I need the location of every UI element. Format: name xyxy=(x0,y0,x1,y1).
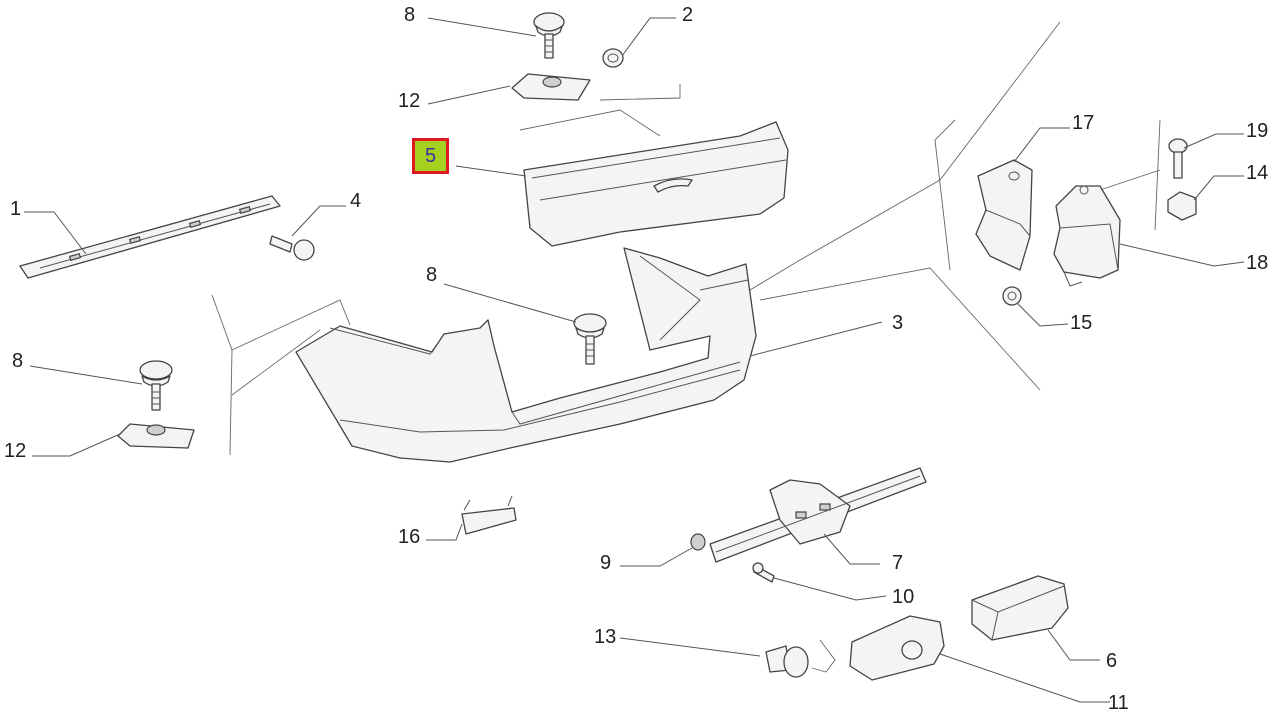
callout-10[interactable]: 10 xyxy=(892,586,915,608)
ring-part-2[interactable] xyxy=(602,48,624,68)
callout-1[interactable]: 1 xyxy=(10,198,22,220)
bracket-part-17[interactable] xyxy=(975,159,1033,271)
clip-nut-part-14[interactable] xyxy=(1167,191,1197,221)
bolt-part-4[interactable] xyxy=(269,235,315,261)
callout-14[interactable]: 14 xyxy=(1246,162,1269,184)
plug-part-9[interactable] xyxy=(690,533,706,551)
bumper-garnish-part-5[interactable] xyxy=(523,121,789,247)
callout-19[interactable]: 19 xyxy=(1246,120,1269,142)
lamp-part-11[interactable] xyxy=(849,615,945,681)
callout-5-selected[interactable]: 5 xyxy=(412,138,450,174)
callout-18[interactable]: 18 xyxy=(1246,252,1269,274)
push-pin-left[interactable] xyxy=(139,360,173,411)
callout-8-middle[interactable]: 8 xyxy=(426,264,438,286)
callout-12-top[interactable]: 12 xyxy=(398,90,421,112)
reinforcement-bar-part[interactable] xyxy=(19,195,281,279)
push-pin-middle[interactable] xyxy=(573,313,607,365)
clip-top[interactable] xyxy=(511,73,591,101)
reflector-part-16[interactable] xyxy=(461,495,517,535)
callout-17[interactable]: 17 xyxy=(1072,112,1095,134)
callout-13[interactable]: 13 xyxy=(594,626,617,648)
phantom-guide-lines xyxy=(211,21,1161,673)
callout-9[interactable]: 9 xyxy=(600,552,612,574)
push-pin-top[interactable] xyxy=(533,12,565,59)
callout-3[interactable]: 3 xyxy=(892,312,904,334)
callout-8-top[interactable]: 8 xyxy=(404,4,416,26)
callout-7[interactable]: 7 xyxy=(892,552,904,574)
callout-4[interactable]: 4 xyxy=(350,190,362,212)
callout-15[interactable]: 15 xyxy=(1070,312,1093,334)
bolt-part-19[interactable] xyxy=(1168,138,1188,179)
clip-left[interactable] xyxy=(117,423,195,449)
callout-12-left[interactable]: 12 xyxy=(4,440,27,462)
rear-bumper-part-3[interactable] xyxy=(295,247,757,463)
tow-rail-part-7[interactable] xyxy=(709,467,927,563)
callout-6[interactable]: 6 xyxy=(1106,650,1118,672)
leader-lines xyxy=(24,17,1245,703)
callout-2[interactable]: 2 xyxy=(682,4,694,26)
callout-11[interactable]: 11 xyxy=(1108,692,1129,714)
grommet-part-13[interactable] xyxy=(765,645,809,678)
lamp-part-6[interactable] xyxy=(971,575,1069,641)
callout-16[interactable]: 16 xyxy=(398,526,421,548)
callout-8-left[interactable]: 8 xyxy=(12,350,24,372)
screw-part-10[interactable] xyxy=(752,562,775,583)
nut-part-15[interactable] xyxy=(1002,286,1022,306)
bracket-part-18[interactable] xyxy=(1053,185,1121,287)
